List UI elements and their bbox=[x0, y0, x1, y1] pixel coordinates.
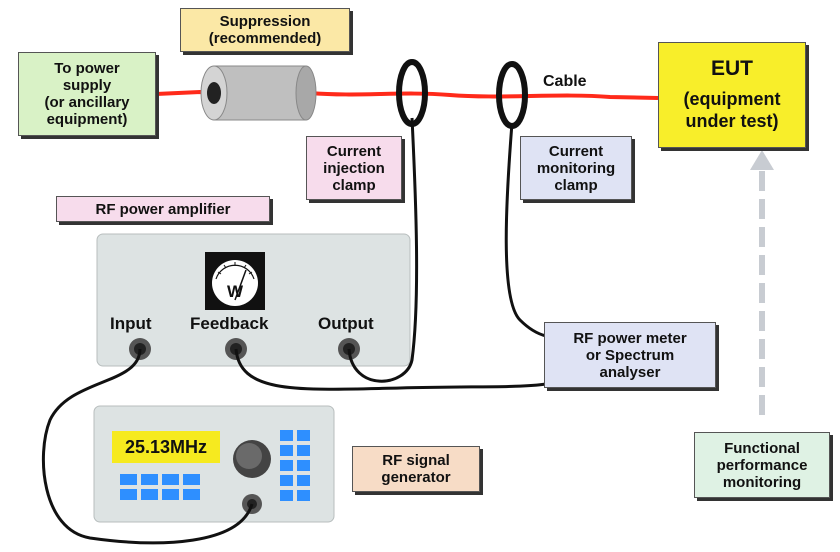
generator-small-keys bbox=[120, 474, 200, 500]
wire-amplifier-feedback-to-meter bbox=[234, 348, 547, 391]
functional-line-2: performance bbox=[716, 456, 808, 474]
power-supply-label: To power supply (or ancillary equipment) bbox=[18, 52, 156, 136]
amplifier-output-label: Output bbox=[318, 314, 374, 333]
suppression-line-1: Suppression bbox=[219, 13, 311, 30]
rf-power-amplifier-label: RF power amplifier bbox=[56, 196, 270, 222]
meter-needle bbox=[234, 269, 247, 301]
eut-title: EUT bbox=[711, 57, 753, 80]
rf-power-amplifier-text: RF power amplifier bbox=[95, 200, 231, 218]
wire-injection-clamp-to-amplifier-output bbox=[347, 117, 419, 383]
generator-frequency-display: 25.13MHz bbox=[112, 431, 220, 463]
injection-clamp-label: Current injection clamp bbox=[306, 136, 402, 200]
suppression-ferrite bbox=[200, 65, 317, 121]
suppression-label: Suppression (recommended) bbox=[180, 8, 350, 52]
suppression-line-2: (recommended) bbox=[208, 30, 322, 47]
monitoring-arrow-head-icon bbox=[750, 150, 774, 170]
meter-line-1: RF power meter bbox=[573, 329, 687, 347]
injection-clamp-line-1: Current bbox=[326, 142, 382, 160]
monitoring-clamp-label: Current monitoring clamp bbox=[520, 136, 632, 200]
meter-line-3: analyser bbox=[599, 363, 661, 381]
wire-monitoring-clamp-to-meter bbox=[504, 122, 547, 338]
meter-line-2: or Spectrum bbox=[585, 346, 675, 364]
rf-signal-generator-label: RF signal generator bbox=[352, 446, 480, 492]
generator-line-2: generator bbox=[381, 469, 451, 486]
current-injection-clamp bbox=[396, 59, 428, 127]
power-supply-line-4: equipment) bbox=[46, 111, 128, 128]
generator-line-1: RF signal bbox=[382, 452, 450, 469]
wire-generator-to-amplifier-input bbox=[41, 348, 254, 545]
power-supply-line-1: To power bbox=[54, 60, 120, 77]
monitoring-clamp-line-3: clamp bbox=[554, 176, 598, 194]
rf-power-meter-label: RF power meter or Spectrum analyser bbox=[544, 322, 716, 388]
meter-scale-ticks bbox=[217, 262, 253, 275]
eut-label: EUT (equipment under test) bbox=[658, 42, 806, 148]
functional-monitoring-label: Functional performance monitoring bbox=[694, 432, 830, 498]
eut-line-3: under test) bbox=[685, 111, 779, 131]
generator-tuning-knob bbox=[233, 440, 271, 478]
cable-label: Cable bbox=[543, 73, 587, 90]
amplifier-meter-face bbox=[212, 260, 258, 306]
injection-clamp-line-3: clamp bbox=[332, 176, 376, 194]
functional-line-1: Functional bbox=[724, 439, 800, 457]
generator-keypad bbox=[280, 430, 310, 501]
amplifier-feedback-label: Feedback bbox=[190, 314, 269, 333]
power-supply-line-2: supply bbox=[62, 77, 112, 94]
meter-dial-letter: W bbox=[227, 282, 244, 301]
red-cable bbox=[155, 89, 659, 100]
monitoring-clamp-line-1: Current bbox=[548, 142, 604, 160]
power-supply-line-3: (or ancillary bbox=[44, 94, 130, 111]
functional-line-3: monitoring bbox=[722, 473, 802, 491]
monitoring-clamp-line-2: monitoring bbox=[536, 159, 616, 177]
amplifier-input-label: Input bbox=[110, 314, 152, 333]
injection-clamp-line-2: injection bbox=[323, 159, 385, 177]
current-monitoring-clamp bbox=[496, 61, 528, 129]
eut-line-2: (equipment bbox=[683, 89, 781, 109]
